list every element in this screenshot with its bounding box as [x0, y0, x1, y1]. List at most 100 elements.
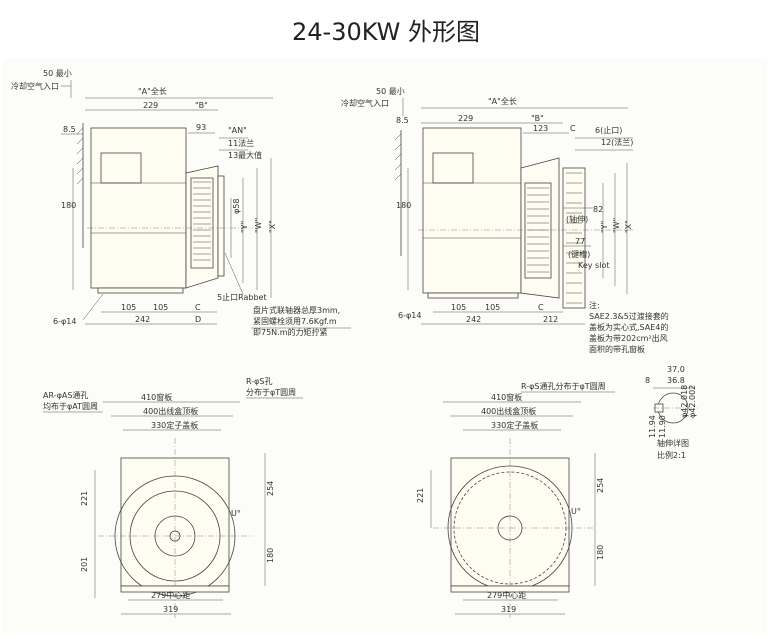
dim-254: 254 — [266, 481, 275, 496]
cover330-label-r: 330定子盖板 — [491, 420, 538, 430]
dim-8: 8 — [645, 376, 650, 385]
dim-c2-r: C — [538, 303, 544, 312]
win410-label: 410窗板 — [141, 392, 172, 402]
dim-11-90: 11.90 — [658, 415, 667, 438]
drawing-sheet: 50 最小 冷却空气入口 "A"全长 229 "B" 93 "AN" 11法兰 … — [3, 58, 767, 633]
u-angle-label-r: U° — [571, 507, 581, 516]
dim-an: "AN" — [228, 126, 247, 135]
dim-105a-r: 105 — [451, 303, 466, 312]
rs-holes-label: R-φS孔 — [246, 377, 272, 386]
phi42b-label: φ42.002 — [688, 385, 697, 418]
dim-180-front: 180 — [266, 548, 275, 563]
box400-label-r: 400出线盒顶板 — [481, 406, 536, 416]
cover330-label: 330定子盖板 — [151, 420, 198, 430]
dim-212-r: 212 — [543, 315, 558, 324]
dim-180-r: 180 — [396, 201, 411, 210]
dim-229-r: 229 — [458, 114, 473, 123]
rabbet-label: 5止口Rabbet — [217, 292, 267, 302]
dim-229: 229 — [143, 101, 158, 110]
dim-c-r: C — [570, 124, 576, 133]
dim-93: 93 — [196, 123, 206, 132]
max13-label: 13最大值 — [228, 150, 262, 160]
dim-c: C — [195, 303, 201, 312]
dim-82: 82 — [593, 205, 603, 214]
front-view-right: R-φS通孔分布于φT圆周 410窗板 400出线盒顶板 330定子盖板 221… — [416, 381, 615, 618]
win410-label-r: 410窗板 — [491, 392, 522, 402]
min50-label: 50 最小 — [43, 69, 72, 78]
air-inlet-label-r: 冷却空气入口 — [341, 98, 389, 108]
dim-319: 319 — [163, 605, 178, 614]
dim-319-r: 319 — [501, 605, 516, 614]
air-inlet-label: 冷却空气入口 — [11, 81, 59, 91]
dim-36-8: 36.8 — [667, 376, 685, 385]
dim-242: 242 — [135, 315, 150, 324]
ar-dist-label: 均布于φAT圆周 — [43, 401, 98, 411]
side-view-left: 50 最小 冷却空气入口 "A"全长 229 "B" 93 "AN" 11法兰 … — [11, 69, 351, 337]
dim-105a: 105 — [121, 303, 136, 312]
center279-label-r: 279中心距 — [487, 590, 526, 600]
shaft-detail: 37.0 36.8 8 φ42.018 φ42.002 11.94 11.90 … — [645, 365, 698, 460]
shaft-detail-label: 轴伸详图 — [657, 438, 689, 448]
front-view-left: AR-φAS通孔 均布于φAT圆周 R-φS孔 分布于φT圆周 410窗板 40… — [43, 377, 303, 618]
note-line-2-r: 盖板为实心式,SAE4的 — [589, 322, 668, 332]
note-line-4-r: 面积的带孔窗板 — [589, 344, 645, 354]
keyway-label: (键槽) — [568, 249, 590, 259]
dim-242-r: 242 — [466, 315, 481, 324]
dim-180: 180 — [61, 201, 76, 210]
dim-d: D — [195, 315, 201, 324]
shaft-ext-label: (轴伸) — [566, 214, 588, 224]
note-line-3: 即75N.m的力矩拧紧 — [253, 327, 328, 337]
spigot6-label: 6(止口) — [595, 125, 622, 135]
terminal-box — [100, 152, 142, 184]
note-head-r: 注: — [589, 300, 600, 310]
rs-holes-label-r: R-φS通孔分布于φT圆周 — [521, 381, 606, 391]
dim-254-r: 254 — [596, 478, 605, 493]
page-title: 24-30KW 外形图 — [292, 18, 480, 46]
dim-x-r: "X" — [624, 220, 633, 233]
dim-w: "W" — [254, 218, 263, 233]
dim-11-94: 11.94 — [648, 415, 657, 438]
side-view-right: 50 最小 冷却空气入口 "A"全长 8.5 229 "B" 123 C 6(止… — [341, 87, 669, 354]
a-total-label-r: "A"全长 — [488, 96, 517, 106]
dim-8-5: 8.5 — [63, 125, 76, 134]
dim-105b-r: 105 — [485, 303, 500, 312]
dim-123-r: 123 — [533, 124, 548, 133]
shaft-detail-scale: 比例2:1 — [657, 450, 686, 460]
note-line-2: 紧固螺栓须用7.6Kgf.m — [253, 316, 337, 326]
generator-body — [90, 127, 187, 289]
flange11-label: 11法兰 — [228, 138, 254, 148]
dim-221-r: 221 — [416, 488, 425, 503]
min50-label-r: 50 最小 — [376, 87, 405, 96]
note-line-3-r: 盖板为带202cm²出风 — [589, 333, 668, 343]
dim-105b: 105 — [153, 303, 168, 312]
phi58-label: φ58 — [232, 199, 241, 214]
dim-8-5-r: 8.5 — [396, 116, 409, 125]
frame-left — [120, 457, 230, 587]
dim-y-r: "Y" — [600, 221, 609, 233]
dim-77: 77 — [575, 237, 585, 246]
a-total-label: "A"全长 — [138, 86, 167, 96]
dim-y: "Y" — [240, 221, 249, 233]
note-line-1-r: SAE2.3&5过渡接套的 — [589, 311, 669, 321]
dim-w-r: "W" — [612, 218, 621, 233]
note-line-1: 盘片式联轴器总厚3mm, — [253, 305, 340, 315]
rs-dist-label: 分布于φT圆周 — [246, 387, 296, 397]
holes-label-r: 6-φ14 — [398, 311, 421, 320]
phi42a-label: φ42.018 — [680, 385, 689, 418]
center279-label: 279中心距 — [151, 590, 190, 600]
flange12-label: 12(法兰) — [601, 137, 633, 147]
dim-201: 201 — [80, 557, 89, 572]
box400-label: 400出线盒顶板 — [143, 406, 198, 416]
frame-right — [450, 457, 570, 587]
dim-180-r-front: 180 — [596, 545, 605, 560]
dim-37-0: 37.0 — [667, 365, 685, 374]
dim-b: "B" — [195, 101, 208, 110]
drawing-canvas: 50 最小 冷却空气入口 "A"全长 229 "B" 93 "AN" 11法兰 … — [11, 69, 698, 618]
u-angle-label: U° — [231, 509, 241, 518]
dim-b-r: "B" — [531, 114, 544, 123]
key-slot-label: Key slot — [578, 261, 609, 270]
dim-x: "X" — [268, 220, 277, 233]
ar-holes-label: AR-φAS通孔 — [43, 390, 88, 400]
holes-label: 6-φ14 — [53, 317, 76, 326]
dim-221: 221 — [80, 491, 89, 506]
